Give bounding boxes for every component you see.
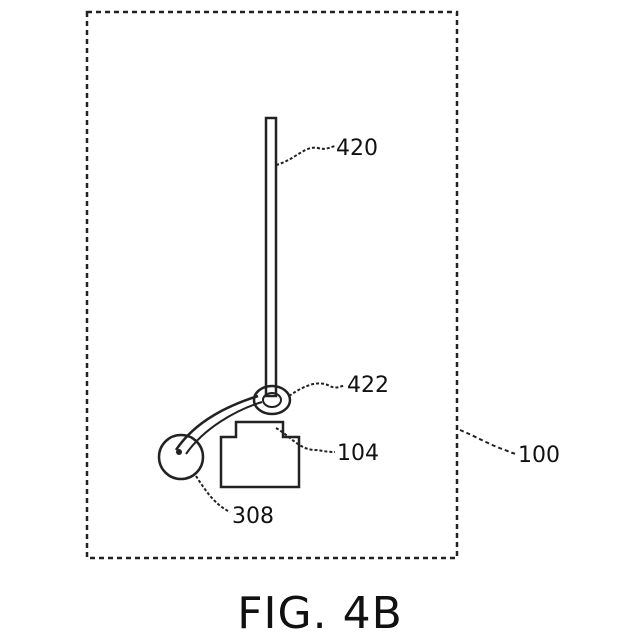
leader-104 xyxy=(276,428,335,452)
label-420: 420 xyxy=(336,136,378,161)
leader-308 xyxy=(196,476,230,512)
element-420-rod xyxy=(266,118,276,396)
leader-100 xyxy=(460,430,518,454)
label-308: 308 xyxy=(232,504,274,529)
element-422-ring xyxy=(254,386,290,414)
figure-caption: FIG. 4B xyxy=(237,588,403,639)
leader-420 xyxy=(276,146,335,165)
label-100: 100 xyxy=(518,443,560,468)
device-boundary xyxy=(87,12,457,558)
element-104-block xyxy=(221,422,299,487)
leader-422 xyxy=(289,383,345,396)
label-422: 422 xyxy=(347,373,389,398)
label-104: 104 xyxy=(337,441,379,466)
